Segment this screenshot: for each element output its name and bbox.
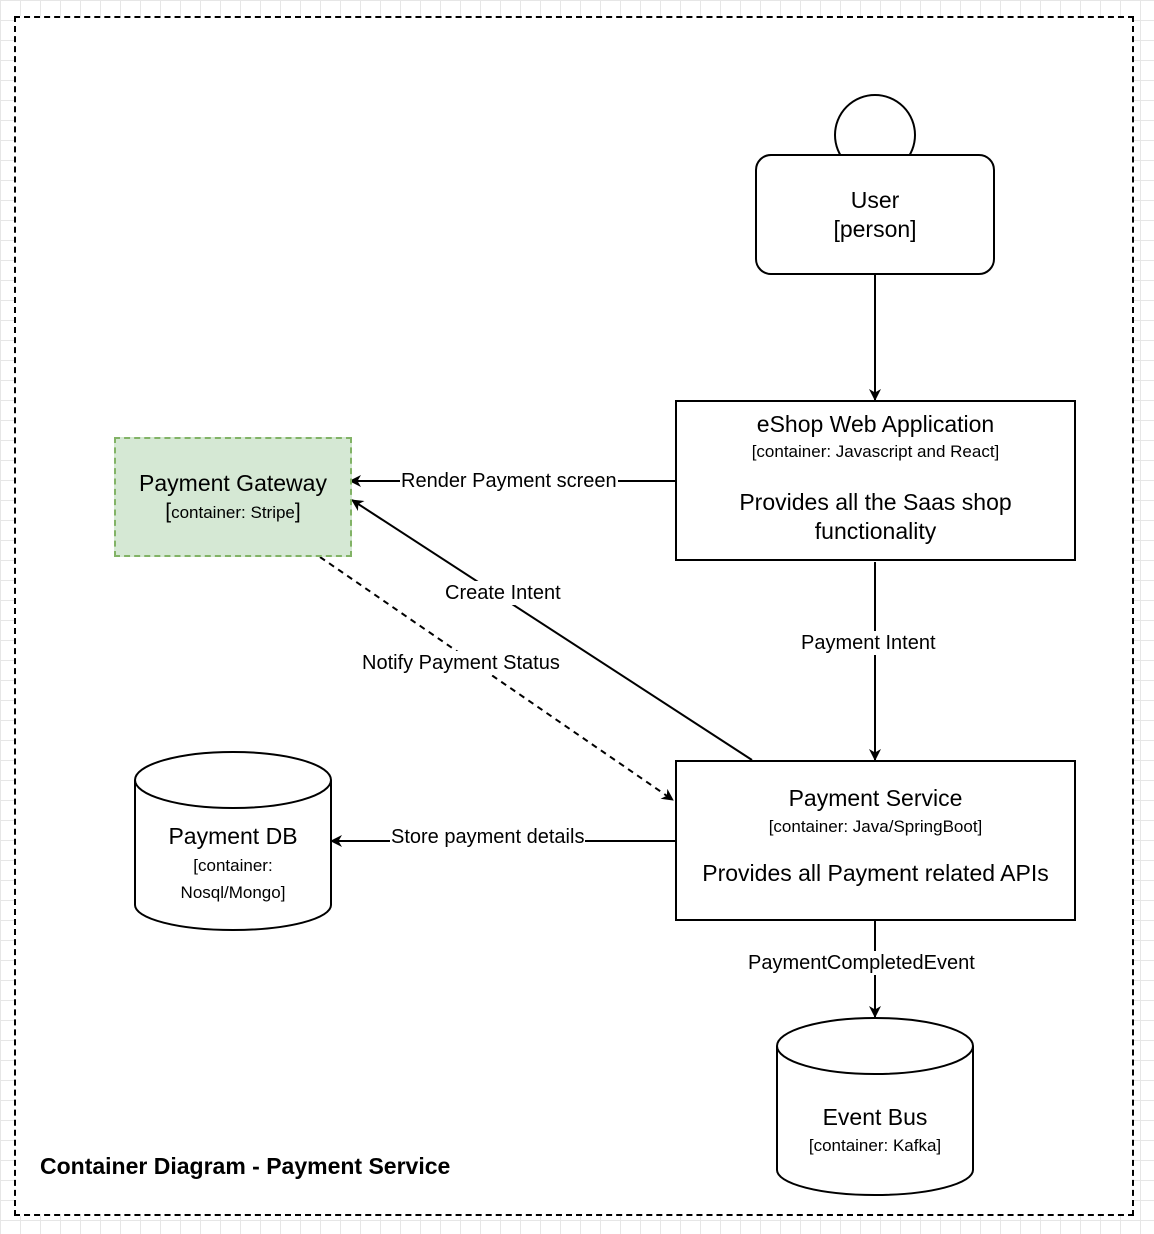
edge-label-create-intent: Create Intent [444, 581, 562, 605]
gateway-tech-close: ] [294, 500, 301, 523]
event-bus-cylinder [776, 1017, 974, 1196]
diagram-title: Container Diagram - Payment Service [40, 1153, 451, 1179]
edge-create-intent [351, 499, 753, 761]
payment-db-cylinder [134, 751, 332, 931]
payment-service-name: Payment Service [788, 785, 963, 811]
gateway-tech-open: [ [165, 500, 172, 523]
event-bus-tech: [container: Kafka] [808, 1136, 942, 1155]
edge-label-notify: Notify Payment Status [361, 651, 561, 675]
edge-label-payment-intent: Payment Intent [800, 631, 937, 655]
payment-db-name: Payment DB [168, 823, 298, 849]
gateway-tech: [container: Stripe] [116, 500, 350, 525]
event-bus-node[interactable]: Event Bus [container: Kafka] [777, 1103, 973, 1163]
edge-label-completed: PaymentCompletedEvent [747, 951, 976, 975]
user-type: [person] [833, 216, 917, 242]
payment-gateway-node[interactable]: Payment Gateway [container: Stripe] [114, 437, 352, 557]
web-app-tech: [container: Javascript and React] [751, 442, 1000, 461]
web-app-desc-line1: Provides all the Saas shop [739, 489, 1012, 515]
edge-notify-payment-status [319, 556, 674, 801]
payment-db-node[interactable]: Payment DB [container: Nosql/Mongo] [135, 822, 331, 912]
gateway-name: Payment Gateway [139, 470, 327, 496]
web-app-desc-line2: functionality [814, 518, 937, 544]
edge-label-store: Store payment details [390, 825, 586, 849]
gateway-tech-text: container: Stripe [171, 503, 295, 522]
payment-db-tech-line2: Nosql/Mongo] [180, 883, 286, 902]
user-node[interactable]: User [person] [755, 154, 995, 275]
user-name: User [850, 187, 900, 213]
payment-service-tech: [container: Java/SpringBoot] [768, 817, 983, 836]
event-bus-name: Event Bus [822, 1104, 928, 1130]
payment-service-node[interactable]: Payment Service [container: Java/SpringB… [675, 760, 1076, 921]
web-app-name: eShop Web Application [756, 411, 995, 437]
payment-db-tech-line1: [container: [193, 856, 273, 875]
payment-service-desc: Provides all Payment related APIs [702, 860, 1049, 886]
web-app-node[interactable]: eShop Web Application [container: Javasc… [675, 400, 1076, 561]
edge-label-render: Render Payment screen [400, 469, 618, 493]
